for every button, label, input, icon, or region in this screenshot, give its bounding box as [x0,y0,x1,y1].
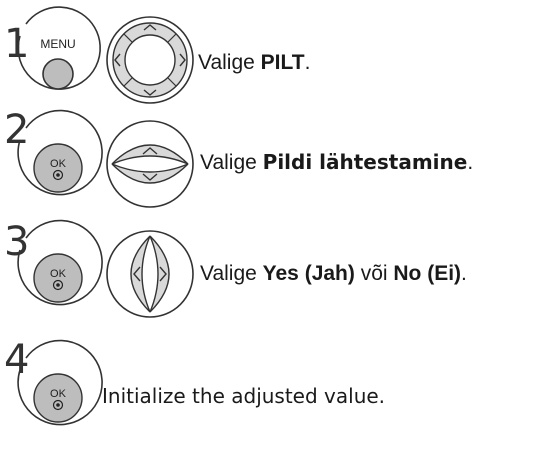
up-down-pad-icon [106,120,194,208]
step-2: 2 OK Valige Pildi lähtestamine. [0,107,560,220]
ok-button-icon: OK [17,339,103,426]
menu-target: Pildi lähtestamine [262,150,468,174]
menu-target: PILT [260,51,305,74]
menu-button-icon: MENU [17,6,101,90]
option-yes: Yes (Jah) [262,262,355,285]
svg-text:OK: OK [50,388,67,400]
step-4-caption: Initialize the adjusted value. [102,384,386,408]
svg-text:OK: OK [50,158,67,170]
step-3: 3 OK Valige Yes (Jah) või No (Ei). [0,219,560,332]
option-no: No (Ei) [393,262,462,285]
step-number: 2 [4,107,30,153]
step-2-caption: Valige Pildi lähtestamine. [200,150,474,174]
four-way-pad-icon [106,16,194,104]
ok-button-icon: OK [17,219,103,306]
step-number: 4 [4,337,30,383]
left-right-pad-icon [106,230,194,318]
step-number: 1 [4,21,30,67]
step-4: 4 OK Initialize the adjusted value. [0,332,560,452]
menu-button-label: MENU [40,37,75,51]
step-1-caption: Valige PILT. [198,51,311,74]
step-number: 3 [4,219,30,265]
step-3-caption: Valige Yes (Jah) või No (Ei). [200,262,467,285]
ok-button-icon: OK [17,109,103,196]
svg-text:OK: OK [50,268,67,280]
step-1: 1 MENU Valige PILT. [0,0,560,110]
